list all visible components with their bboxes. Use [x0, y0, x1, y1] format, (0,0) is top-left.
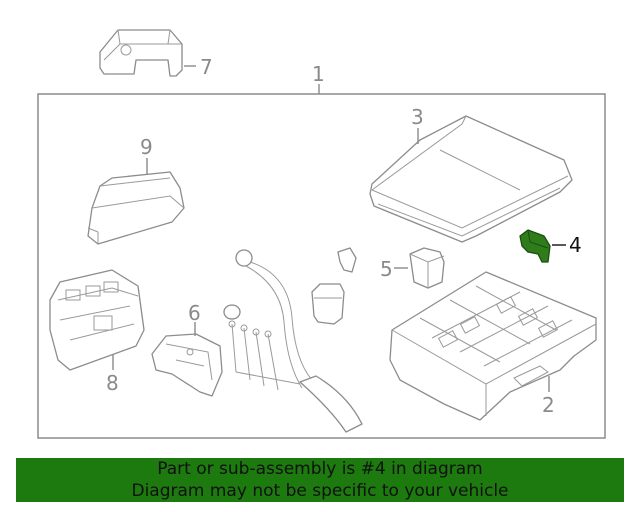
- part-9-fuse-cover[interactable]: [87, 171, 185, 245]
- part-6-bracket[interactable]: [151, 333, 223, 397]
- callout-6: 6: [188, 301, 201, 325]
- wiring-harness: [223, 249, 363, 433]
- part-4-clip-highlighted[interactable]: [519, 229, 551, 263]
- callout-4: 4: [569, 233, 582, 257]
- part-5-relay[interactable]: [409, 247, 445, 289]
- info-banner-bg: [16, 458, 624, 502]
- relay-small: [311, 283, 345, 325]
- callout-8: 8: [106, 371, 119, 395]
- part-8-relay-block[interactable]: [49, 269, 145, 371]
- callout-2: 2: [542, 393, 555, 417]
- part-2-fuse-box[interactable]: [389, 271, 597, 421]
- callout-7: 7: [200, 55, 213, 79]
- fuse-small: [337, 247, 357, 273]
- info-banner: Part or sub-assembly is #4 in diagram Di…: [16, 458, 624, 502]
- callout-1: 1: [312, 62, 325, 86]
- part-7-bracket[interactable]: [99, 29, 183, 77]
- assembly-frame: [37, 93, 606, 439]
- callout-9: 9: [140, 135, 153, 159]
- banner-line-1: Part or sub-assembly is #4 in diagram: [157, 459, 483, 479]
- callout-5: 5: [380, 257, 393, 281]
- part-3-main-cover[interactable]: [369, 115, 573, 243]
- callout-3: 3: [411, 105, 424, 129]
- banner-line-2: Diagram may not be specific to your vehi…: [131, 481, 509, 501]
